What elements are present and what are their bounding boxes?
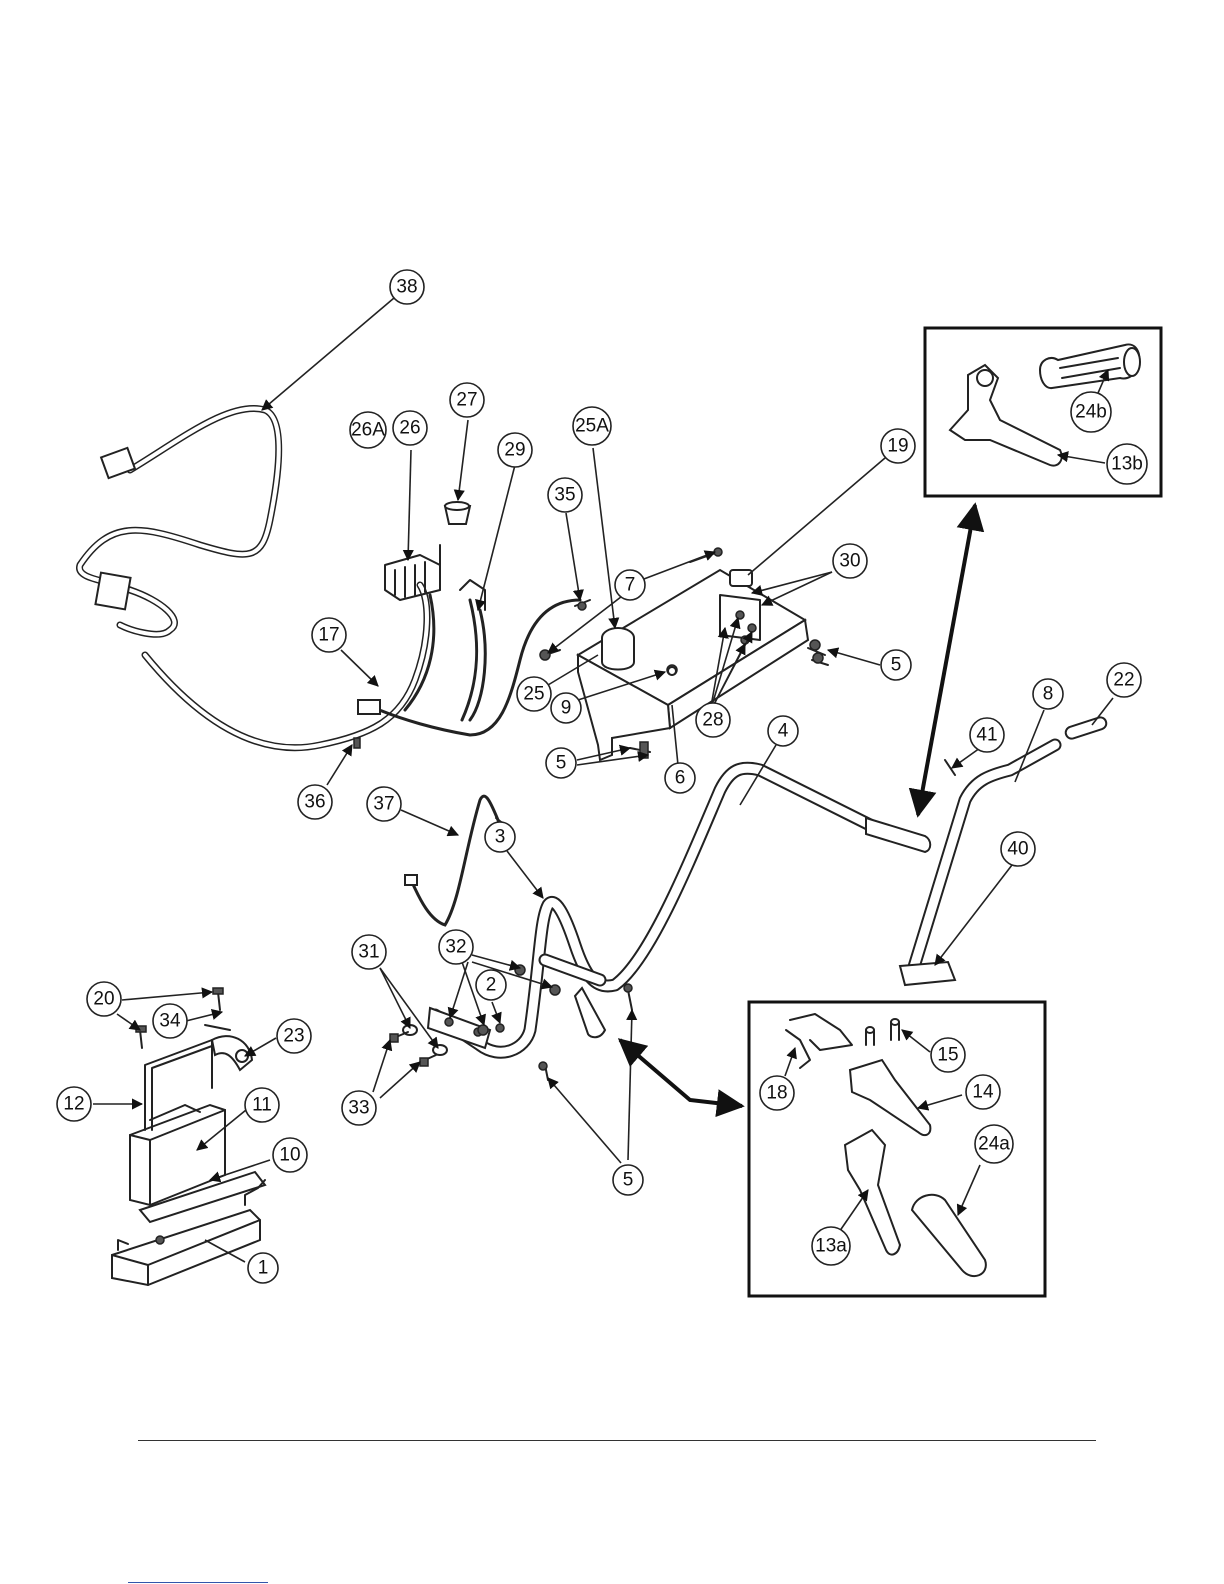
svg-text:8: 8 xyxy=(1043,684,1054,705)
svg-text:17: 17 xyxy=(318,625,339,646)
callout-34: 34 xyxy=(153,1004,187,1038)
callout-27: 27 xyxy=(450,383,484,417)
callout-10: 10 xyxy=(273,1138,307,1172)
callout-6: 6 xyxy=(665,763,695,793)
svg-text:36: 36 xyxy=(304,792,325,813)
callout-22: 22 xyxy=(1107,663,1141,697)
callout-23: 23 xyxy=(277,1019,311,1053)
svg-text:23: 23 xyxy=(283,1026,304,1047)
callout-24a: 24a xyxy=(975,1125,1013,1163)
callout-7: 7 xyxy=(615,570,645,600)
callout-28: 28 xyxy=(696,703,730,737)
svg-text:2: 2 xyxy=(486,975,497,996)
clip-36 xyxy=(354,738,360,748)
svg-text:5: 5 xyxy=(623,1170,634,1191)
callout-30: 30 xyxy=(833,544,867,578)
callout-29: 29 xyxy=(498,433,532,467)
svg-text:35: 35 xyxy=(554,485,575,506)
callout-36: 36 xyxy=(298,785,332,819)
callout-31: 31 xyxy=(352,935,386,969)
svg-text:24a: 24a xyxy=(978,1134,1010,1155)
callout-15: 15 xyxy=(931,1038,965,1072)
callout-26A: 26A xyxy=(350,412,386,448)
svg-text:4: 4 xyxy=(778,721,789,742)
callout-25A: 25A xyxy=(573,407,611,445)
svg-text:38: 38 xyxy=(396,277,417,298)
svg-text:22: 22 xyxy=(1113,670,1134,691)
callout-25: 25 xyxy=(517,677,551,711)
svg-text:5: 5 xyxy=(556,753,567,774)
callout-1: 1 xyxy=(248,1253,278,1283)
svg-text:27: 27 xyxy=(456,390,477,411)
svg-text:24b: 24b xyxy=(1075,402,1107,423)
svg-text:32: 32 xyxy=(445,937,466,958)
callout-9: 9 xyxy=(551,693,581,723)
svg-text:25A: 25A xyxy=(575,416,609,437)
svg-text:15: 15 xyxy=(937,1045,958,1066)
callout-14: 14 xyxy=(966,1075,1000,1109)
svg-text:28: 28 xyxy=(702,710,723,731)
callout-33: 33 xyxy=(342,1091,376,1125)
svg-text:20: 20 xyxy=(93,989,114,1010)
callout-32: 32 xyxy=(439,930,473,964)
svg-text:18: 18 xyxy=(766,1083,787,1104)
svg-text:25: 25 xyxy=(523,684,544,705)
callout-35: 35 xyxy=(548,478,582,512)
callout-12: 12 xyxy=(57,1087,91,1121)
svg-text:30: 30 xyxy=(839,551,860,572)
svg-text:9: 9 xyxy=(561,698,572,719)
footer-link-underline[interactable] xyxy=(128,1582,268,1583)
callout-5-c: 5 xyxy=(613,1165,643,1195)
svg-text:1: 1 xyxy=(258,1258,269,1279)
callout-26: 26 xyxy=(393,411,427,445)
svg-text:37: 37 xyxy=(373,794,394,815)
callout-17: 17 xyxy=(312,618,346,652)
callout-13b: 13b xyxy=(1107,444,1147,484)
callout-3: 3 xyxy=(485,822,515,852)
svg-text:41: 41 xyxy=(976,725,997,746)
footer-rule xyxy=(138,1440,1096,1441)
svg-text:6: 6 xyxy=(675,768,686,789)
callout-38: 38 xyxy=(390,270,424,304)
svg-text:26A: 26A xyxy=(351,420,385,441)
svg-text:29: 29 xyxy=(504,440,525,461)
svg-text:34: 34 xyxy=(159,1011,181,1032)
svg-text:13b: 13b xyxy=(1111,454,1143,475)
svg-text:11: 11 xyxy=(252,1095,272,1116)
svg-text:14: 14 xyxy=(972,1082,994,1103)
callout-19: 19 xyxy=(881,429,915,463)
callout-4: 4 xyxy=(768,716,798,746)
battery-assembly xyxy=(112,988,265,1285)
callout-37: 37 xyxy=(367,787,401,821)
rubber-cap xyxy=(445,502,470,524)
svg-text:5: 5 xyxy=(891,655,902,676)
callout-40: 40 xyxy=(1001,832,1035,866)
callout-24b: 24b xyxy=(1071,392,1111,432)
callout-13a: 13a xyxy=(812,1227,850,1265)
callout-2: 2 xyxy=(476,970,506,1000)
svg-text:19: 19 xyxy=(887,436,908,457)
callout-18: 18 xyxy=(760,1076,794,1110)
callout-5-a: 5 xyxy=(881,650,911,680)
svg-text:3: 3 xyxy=(495,827,506,848)
svg-text:40: 40 xyxy=(1007,839,1028,860)
callout-8: 8 xyxy=(1033,679,1063,709)
connector-lead xyxy=(460,580,485,720)
callout-41: 41 xyxy=(970,718,1004,752)
svg-text:33: 33 xyxy=(348,1098,369,1119)
cable-37 xyxy=(405,796,505,925)
svg-text:31: 31 xyxy=(358,942,379,963)
svg-text:10: 10 xyxy=(279,1145,300,1166)
svg-text:12: 12 xyxy=(63,1094,84,1115)
svg-text:7: 7 xyxy=(625,575,636,596)
callout-5-b: 5 xyxy=(546,748,576,778)
svg-text:13a: 13a xyxy=(815,1236,847,1257)
svg-text:26: 26 xyxy=(399,418,420,439)
callout-11: 11 xyxy=(245,1088,279,1122)
callout-20: 20 xyxy=(87,982,121,1016)
